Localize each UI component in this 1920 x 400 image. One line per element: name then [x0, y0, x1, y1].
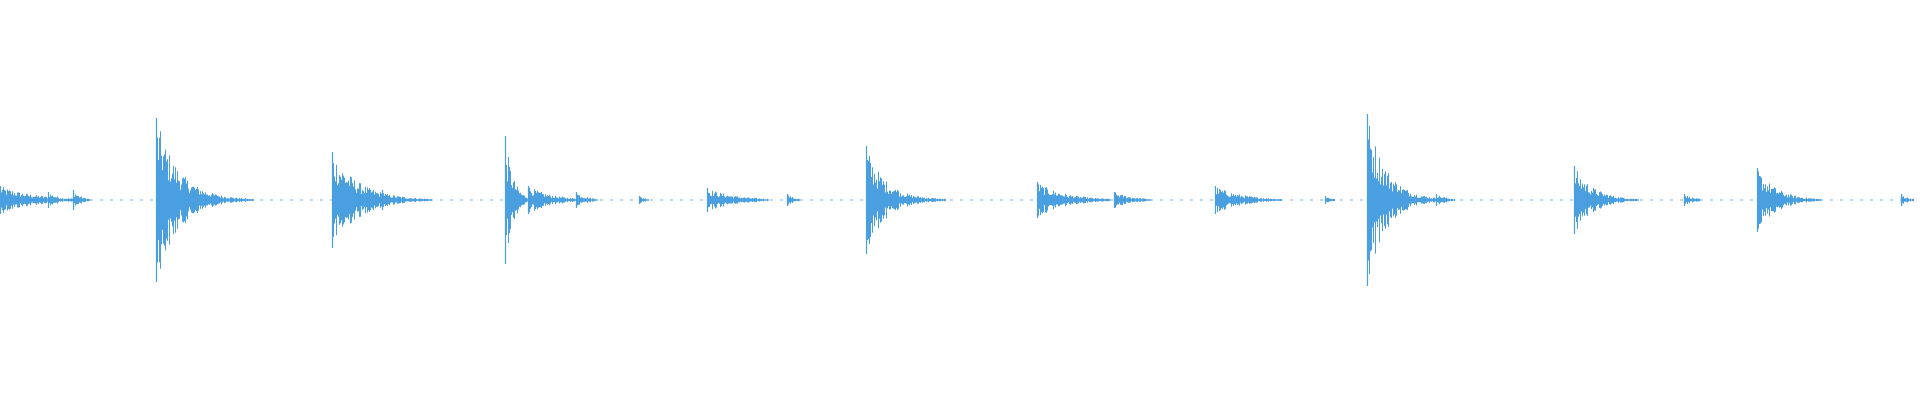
waveform-signal	[0, 125, 1914, 275]
